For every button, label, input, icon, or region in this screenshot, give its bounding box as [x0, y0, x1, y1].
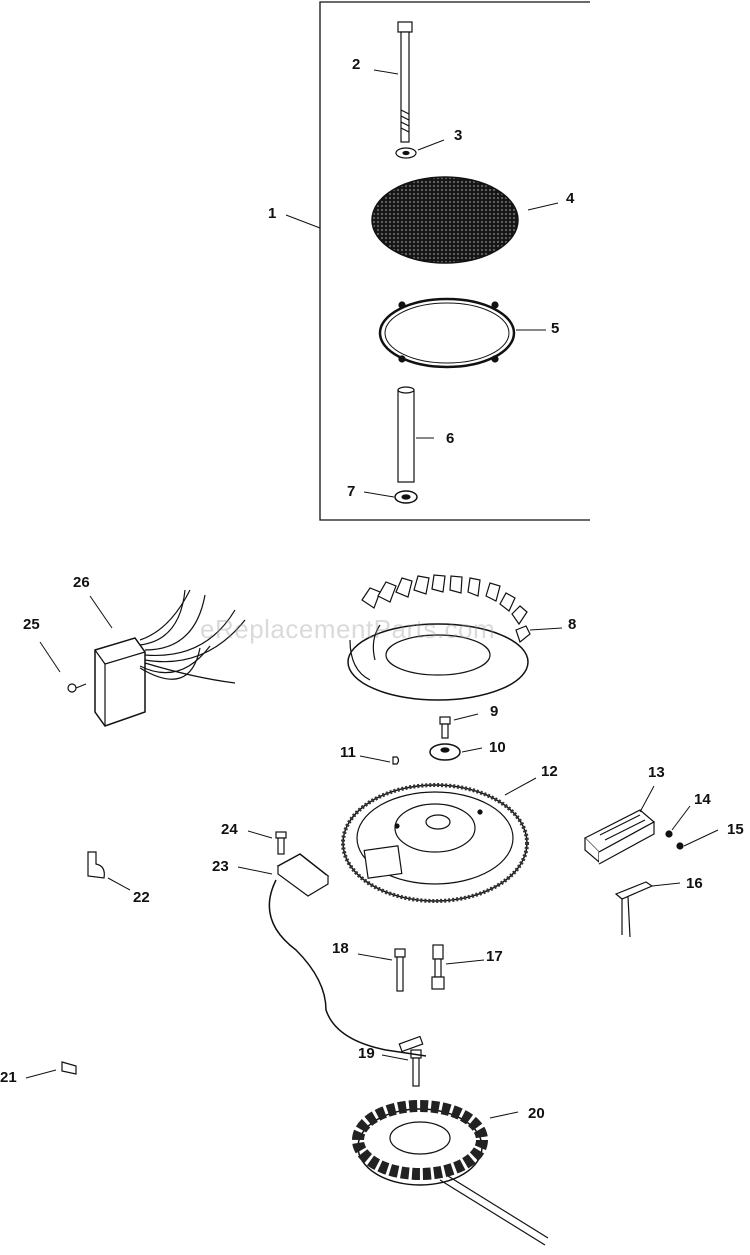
part-17-spark-plug [431, 944, 445, 990]
part-20-stator [352, 1100, 549, 1246]
part-9-bolt [439, 716, 451, 739]
callout-15: 15 [727, 821, 744, 838]
part-22-clamp [87, 851, 105, 879]
part-14-screw [665, 830, 673, 838]
callout-4: 4 [566, 190, 575, 207]
part-13-rectifier [583, 809, 656, 865]
callout-14: 14 [694, 791, 711, 808]
part-24-bolt [275, 831, 287, 855]
callout-25: 25 [23, 616, 40, 633]
part-23-ignition-module [268, 853, 427, 1057]
callout-18: 18 [332, 940, 349, 957]
part-25-screw [67, 683, 87, 693]
part-2-bolt [397, 21, 413, 143]
callout-19: 19 [358, 1045, 375, 1062]
callout-1: 1 [268, 205, 277, 222]
callout-8: 8 [568, 616, 577, 633]
callout-17: 17 [486, 948, 503, 965]
part-16-connector [614, 881, 654, 938]
callout-13: 13 [648, 764, 665, 781]
callout-22: 22 [133, 889, 150, 906]
callout-21: 21 [0, 1069, 17, 1086]
callout-11: 11 [340, 744, 356, 761]
callout-6: 6 [446, 430, 455, 447]
callout-26: 26 [73, 574, 90, 591]
callout-23: 23 [212, 858, 229, 875]
part-12-flywheel [341, 783, 529, 903]
part-10-washer [429, 743, 461, 761]
callout-10: 10 [489, 739, 506, 756]
part-11-key [392, 756, 400, 765]
part-18-bolt [394, 948, 406, 992]
callout-12: 12 [541, 763, 558, 780]
part-6-tube [397, 386, 415, 483]
callout-2: 2 [352, 56, 361, 73]
watermark-text: eReplacementParts.com [200, 614, 496, 644]
part-8-fan [347, 574, 531, 701]
part-3-washer [395, 147, 417, 159]
callout-16: 16 [686, 875, 703, 892]
part-21-clip [61, 1061, 77, 1075]
callout-20: 20 [528, 1105, 545, 1122]
callout-24: 24 [221, 821, 238, 838]
callout-3: 3 [454, 127, 463, 144]
part-15-screw [676, 842, 684, 850]
callout-9: 9 [490, 703, 499, 720]
callout-5: 5 [551, 320, 560, 337]
part-7-washer [394, 490, 418, 504]
leader-lines [25, 69, 719, 1119]
part-5-retainer-ring [378, 297, 516, 369]
kit-bracket [319, 1, 590, 521]
callout-7: 7 [347, 483, 356, 500]
part-26-regulator [94, 589, 246, 727]
part-4-screen [371, 176, 519, 264]
